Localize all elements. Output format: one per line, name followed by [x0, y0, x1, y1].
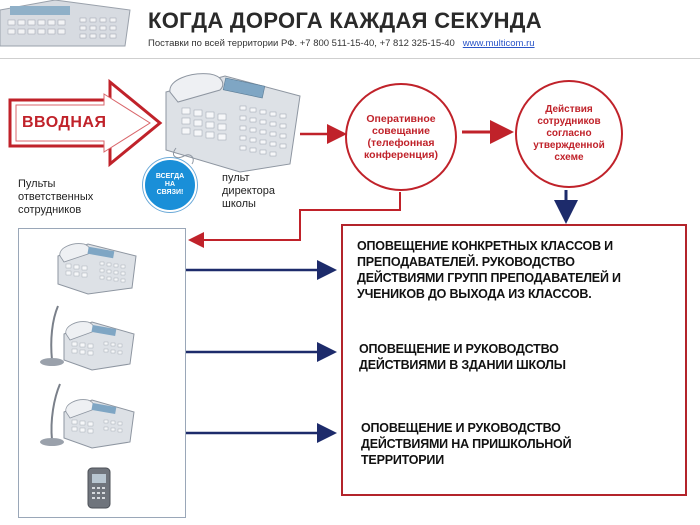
desk-phone-icon: [63, 399, 135, 449]
badge-line: НА: [164, 181, 176, 188]
always-connected-badge: ВСЕГДА НА СВЯЗИ!: [143, 158, 197, 212]
actions-line: утвержденной: [533, 140, 605, 151]
notifications-panel: [341, 224, 687, 496]
staff-label: Пульты ответственных сотрудников: [18, 178, 93, 217]
gooseneck-microphone-icon: [40, 383, 64, 446]
notification-line: ДЕЙСТВИЯМИ ГРУПП ПРЕПОДАВАТЕЛЕЙ И: [357, 271, 621, 285]
meeting-line: конференция): [364, 149, 438, 161]
contact-phones: Поставки по всей территории РФ. +7 800 5…: [148, 38, 455, 49]
meeting-line: Оперативное: [366, 113, 436, 125]
meeting-line: совещание: [372, 125, 430, 137]
gooseneck-microphone-icon: [40, 305, 64, 366]
notification-line: ОПОВЕЩЕНИЕ И РУКОВОДСТВО: [361, 421, 561, 435]
notification-line: ДЕЙСТВИЯМИ НА ПРИШКОЛЬНОЙ: [361, 437, 572, 451]
director-label-line: пульт: [222, 172, 250, 184]
notification-line: ДЕЙСТВИЯМИ В ЗДАНИИ ШКОЛЫ: [359, 358, 566, 372]
arrow-meeting-to-staff: [188, 192, 401, 248]
notification-line: УЧЕНИКОВ ДО ВЫХОДА ИЗ КЛАССОВ.: [357, 287, 592, 301]
desk-phone-icon: [63, 321, 135, 371]
actions-line: Действия: [545, 104, 593, 115]
header-phone-icon: [0, 0, 131, 47]
meeting-line: (телефонная: [367, 137, 435, 149]
staff-label-line: сотрудников: [18, 204, 82, 216]
staff-label-line: Пульты: [18, 178, 56, 190]
desk-phone-icon: [57, 243, 137, 295]
staff-label-line: ответственных: [18, 191, 94, 203]
badge-line: ВСЕГДА: [155, 173, 185, 180]
meeting-circle: Оперативное совещание (телефонная конфер…: [345, 83, 457, 191]
website-link[interactable]: www.multicom.ru: [462, 38, 535, 49]
notification-line: ОПОВЕЩЕНИЕ КОНКРЕТНЫХ КЛАССОВ И: [357, 239, 613, 253]
director-phone-icon: [165, 73, 301, 173]
page-title: КОГДА ДОРОГА КАЖДАЯ СЕКУНДА: [148, 8, 542, 33]
badge-line: СВЯЗИ!: [156, 189, 184, 196]
notification-line: ПРЕПОДАВАТЕЛЕЙ. РУКОВОДСТВО: [357, 255, 575, 269]
intro-arrow-label: ВВОДНАЯ: [22, 114, 107, 131]
contact-line: Поставки по всей территории РФ. +7 800 5…: [148, 38, 535, 49]
notification-territory: ОПОВЕЩЕНИЕ И РУКОВОДСТВО ДЕЙСТВИЯМИ НА П…: [361, 420, 572, 468]
actions-line: согласно: [546, 128, 592, 139]
notification-building: ОПОВЕЩЕНИЕ И РУКОВОДСТВО ДЕЙСТВИЯМИ В ЗД…: [359, 341, 566, 373]
notification-line: ТЕРРИТОРИИ: [361, 453, 444, 467]
header-divider: [0, 58, 700, 59]
director-label-line: школы: [222, 198, 256, 210]
actions-line: схеме: [554, 152, 584, 163]
actions-circle: Действия сотрудников согласно утвержденн…: [515, 80, 623, 188]
notification-classes: ОПОВЕЩЕНИЕ КОНКРЕТНЫХ КЛАССОВ И ПРЕПОДАВ…: [357, 238, 679, 302]
director-label: пульт директора школы: [222, 172, 275, 211]
director-label-line: директора: [222, 185, 276, 197]
actions-line: сотрудников: [537, 116, 601, 127]
notification-line: ОПОВЕЩЕНИЕ И РУКОВОДСТВО: [359, 342, 559, 356]
cordless-handset-icon: [87, 467, 111, 509]
